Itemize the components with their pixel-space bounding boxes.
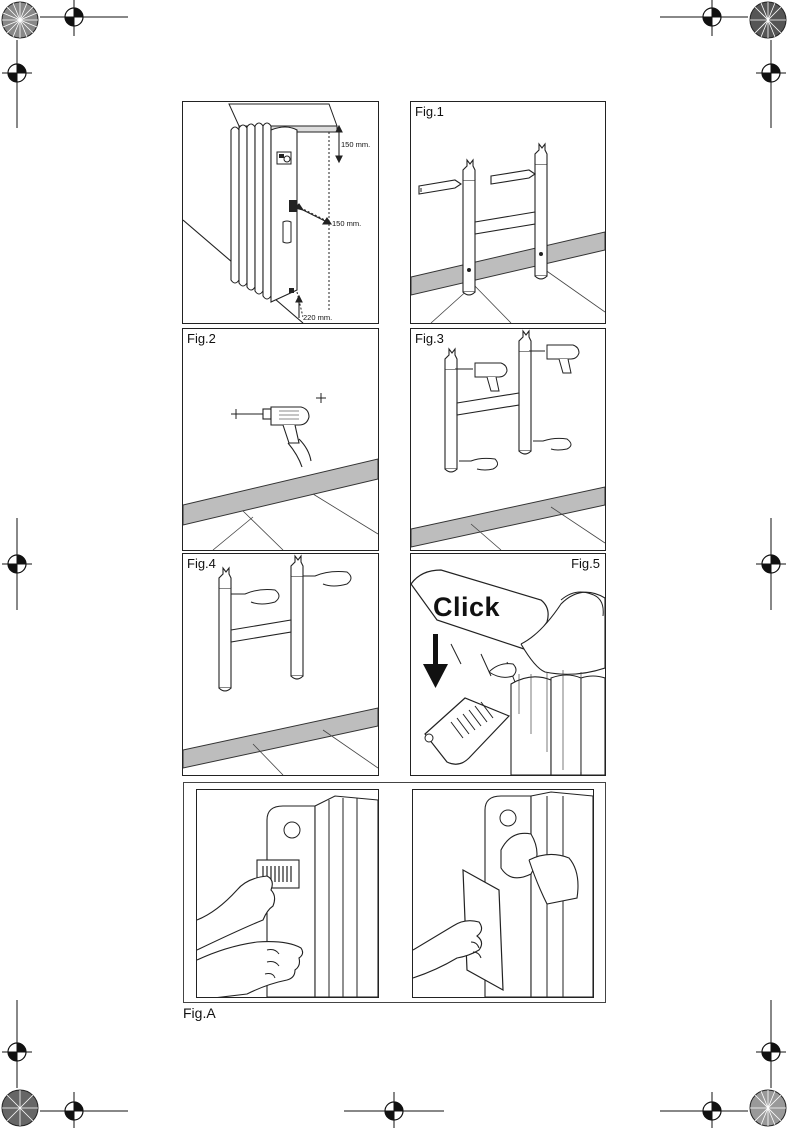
- fig5-panel: Fig.5 Click: [410, 553, 606, 776]
- clearance-bottom-label: 220 mm.: [303, 313, 332, 322]
- click-text: Click: [433, 592, 500, 623]
- figA-label: Fig.A: [183, 1005, 216, 1021]
- clearance-top-label: 150 mm.: [341, 140, 370, 149]
- fig1-panel: Fig.1: [410, 101, 606, 324]
- power-drill-icon: [455, 345, 579, 391]
- fig4-panel: Fig.4: [182, 553, 379, 776]
- fig2-label: Fig.2: [185, 331, 218, 347]
- power-drill-icon: [239, 407, 311, 467]
- figA-right-subpanel: [412, 789, 594, 998]
- figA-panel: [183, 782, 606, 1003]
- fig2-panel: Fig.2: [182, 328, 379, 551]
- screwing-bracket-illustration: [183, 554, 378, 775]
- drilling-wall-illustration: [183, 329, 378, 550]
- clearance-side-label: 150 mm.: [332, 219, 361, 228]
- wall-bracket-plugs-illustration: [411, 102, 605, 323]
- drilling-bracket-holes-illustration: [411, 329, 605, 550]
- fig5-label: Fig.5: [569, 556, 602, 572]
- fig3-label: Fig.3: [413, 331, 446, 347]
- fig3-panel: Fig.3: [410, 328, 606, 551]
- fig4-label: Fig.4: [185, 556, 218, 572]
- intro-clearance-panel: 150 mm. 150 mm. 220 mm.: [182, 101, 379, 324]
- filter-removal-illustration: [197, 790, 378, 997]
- figA-left-subpanel: [196, 789, 379, 998]
- hanging-radiator-illustration: [411, 554, 605, 775]
- down-arrow-icon: [423, 634, 448, 688]
- fig1-label: Fig.1: [413, 104, 446, 120]
- filter-cleaning-illustration: [413, 790, 593, 997]
- radiator-clearance-illustration: [183, 102, 378, 323]
